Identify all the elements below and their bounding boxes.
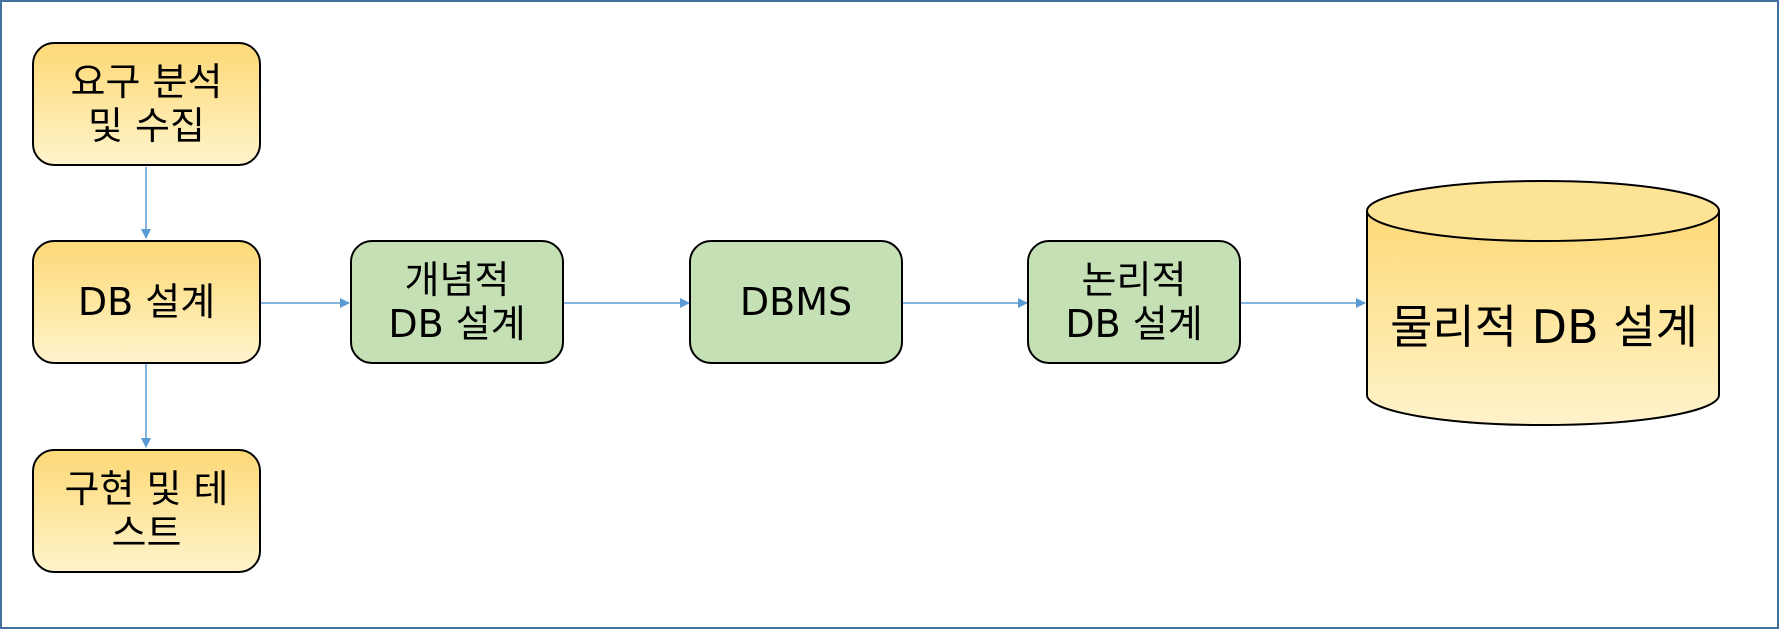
node-logical: 논리적 DB 설계	[1027, 240, 1241, 364]
node-conceptual: 개념적 DB 설계	[350, 240, 564, 364]
node-implementation-label: 구현 및 테 스트	[64, 467, 229, 555]
node-db-design: DB 설계	[32, 240, 261, 364]
node-db-design-label: DB 설계	[77, 280, 216, 324]
node-conceptual-label: 개념적 DB 설계	[388, 258, 526, 346]
node-dbms: DBMS	[689, 240, 903, 364]
node-logical-label: 논리적 DB 설계	[1065, 258, 1203, 346]
node-implementation: 구현 및 테 스트	[32, 449, 261, 573]
physical-db-design-cylinder	[1366, 180, 1720, 426]
node-physical-label: 물리적 DB 설계	[1390, 300, 1698, 354]
node-dbms-label: DBMS	[739, 280, 853, 324]
node-requirements: 요구 분석 및 수집	[32, 42, 261, 166]
node-requirements-label: 요구 분석 및 수집	[70, 60, 223, 148]
